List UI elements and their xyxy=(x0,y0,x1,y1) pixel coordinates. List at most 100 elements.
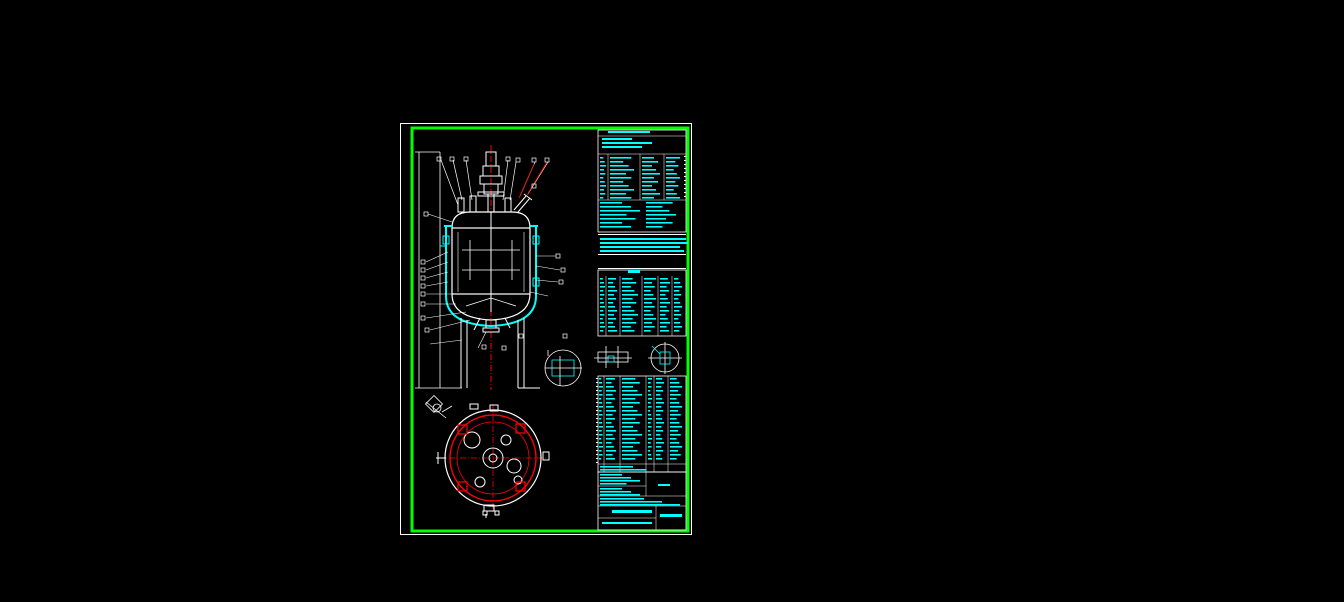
table-cell-text xyxy=(600,214,627,216)
table-cell-text xyxy=(670,402,680,404)
table-cell-text xyxy=(670,410,678,412)
leader-lines-red xyxy=(518,161,548,199)
table-cell-text xyxy=(660,302,670,304)
table-cell-text xyxy=(608,282,613,284)
column-tick xyxy=(596,402,598,403)
table-cell-text xyxy=(599,406,603,408)
detail-b-view xyxy=(594,346,632,368)
table-cell-text xyxy=(600,474,622,476)
table-cell-text xyxy=(656,414,661,416)
table-cell-text xyxy=(642,189,656,191)
table-cell-text xyxy=(660,294,666,296)
table-cell-text xyxy=(608,278,616,280)
table-cell-text xyxy=(656,434,661,436)
table-cell-text xyxy=(648,390,651,392)
table-cell-text xyxy=(656,390,664,392)
table-cell-text xyxy=(599,394,603,396)
table-cell-text xyxy=(674,282,681,284)
table-cell-text xyxy=(606,390,616,392)
table-cell-text xyxy=(648,378,652,380)
table-cell-text xyxy=(600,318,603,320)
table-cell-text xyxy=(660,322,670,324)
table-cell-text xyxy=(610,161,624,163)
table-cell-text xyxy=(674,294,682,296)
table-cell-text xyxy=(600,469,647,471)
table-cell-text xyxy=(600,290,604,292)
front-elevation-view xyxy=(415,145,568,390)
table-cell-text xyxy=(608,302,613,304)
table-cell-text xyxy=(606,422,612,424)
column-tick xyxy=(596,430,598,431)
table-cell-text xyxy=(622,294,638,296)
table-cell-text xyxy=(622,406,633,408)
table-cell-text xyxy=(648,438,652,440)
table-cell-text xyxy=(670,390,678,392)
table-cell-text xyxy=(670,438,677,440)
table-cell-text xyxy=(599,438,602,440)
table-cell-text xyxy=(642,173,660,175)
table-cell-text xyxy=(646,218,666,220)
technical-notes-block xyxy=(598,234,688,269)
column-tick xyxy=(596,382,598,383)
table-cell-text xyxy=(644,278,656,280)
table-cell-text xyxy=(610,165,629,167)
table-cell-text xyxy=(660,330,669,332)
table-cell-text xyxy=(670,458,677,460)
table-cell-text xyxy=(642,197,654,199)
table-cell-text xyxy=(599,454,603,456)
table-cell-text xyxy=(646,226,663,228)
table-cell-text xyxy=(646,202,673,204)
table-cell-text xyxy=(606,410,616,412)
column-tick xyxy=(596,450,598,451)
table-cell-text xyxy=(642,177,654,179)
table-cell-text xyxy=(648,454,652,456)
table-cell-text xyxy=(648,398,652,400)
table-cell-text xyxy=(599,386,603,388)
table-cell-text xyxy=(622,426,633,428)
table-cell-text xyxy=(646,210,670,212)
column-tick xyxy=(596,414,598,415)
table-cell-text xyxy=(660,282,670,284)
table-cell-text xyxy=(600,306,605,308)
table-cell-text xyxy=(622,438,636,440)
drawing-frame xyxy=(410,126,690,533)
table-cell-text xyxy=(674,306,682,308)
table-cell-text xyxy=(608,330,617,332)
table-cell-text xyxy=(600,314,605,316)
table-cell-text xyxy=(599,402,603,404)
table-cell-text xyxy=(599,434,603,436)
sheet-border xyxy=(400,123,692,535)
table-cell-text xyxy=(600,173,606,175)
table-cell-text xyxy=(670,430,678,432)
table-cell-text xyxy=(608,306,615,308)
table-cell-text xyxy=(610,173,626,175)
table-cell-text xyxy=(600,189,604,191)
table-cell-text xyxy=(600,157,604,159)
table-cell-text xyxy=(622,314,638,316)
table-cell-text xyxy=(656,422,664,424)
table-cell-text xyxy=(656,378,663,380)
table-cell-text xyxy=(606,418,615,420)
table-cell-text xyxy=(622,454,642,456)
table-cell-text xyxy=(674,298,679,300)
table-cell-text xyxy=(606,430,616,432)
table-cell-text xyxy=(674,278,679,280)
table-cell-text xyxy=(674,326,682,328)
table-cell-text xyxy=(600,326,605,328)
table-cell-text xyxy=(666,193,677,195)
table-cell-text xyxy=(600,206,631,208)
table-cell-text xyxy=(600,483,627,485)
table-cell-text xyxy=(610,185,629,187)
table-cell-text xyxy=(646,214,676,216)
table-cell-text xyxy=(656,394,661,396)
table-cell-text xyxy=(648,458,652,460)
table-cell-text xyxy=(622,410,638,412)
table-cell-text xyxy=(660,306,667,308)
table-cell-text xyxy=(600,286,605,288)
table-cell-text xyxy=(600,161,605,163)
column-tick xyxy=(596,438,598,439)
table-cell-text xyxy=(600,488,622,490)
table-cell-text xyxy=(642,165,652,167)
table-cell-text xyxy=(600,210,640,212)
